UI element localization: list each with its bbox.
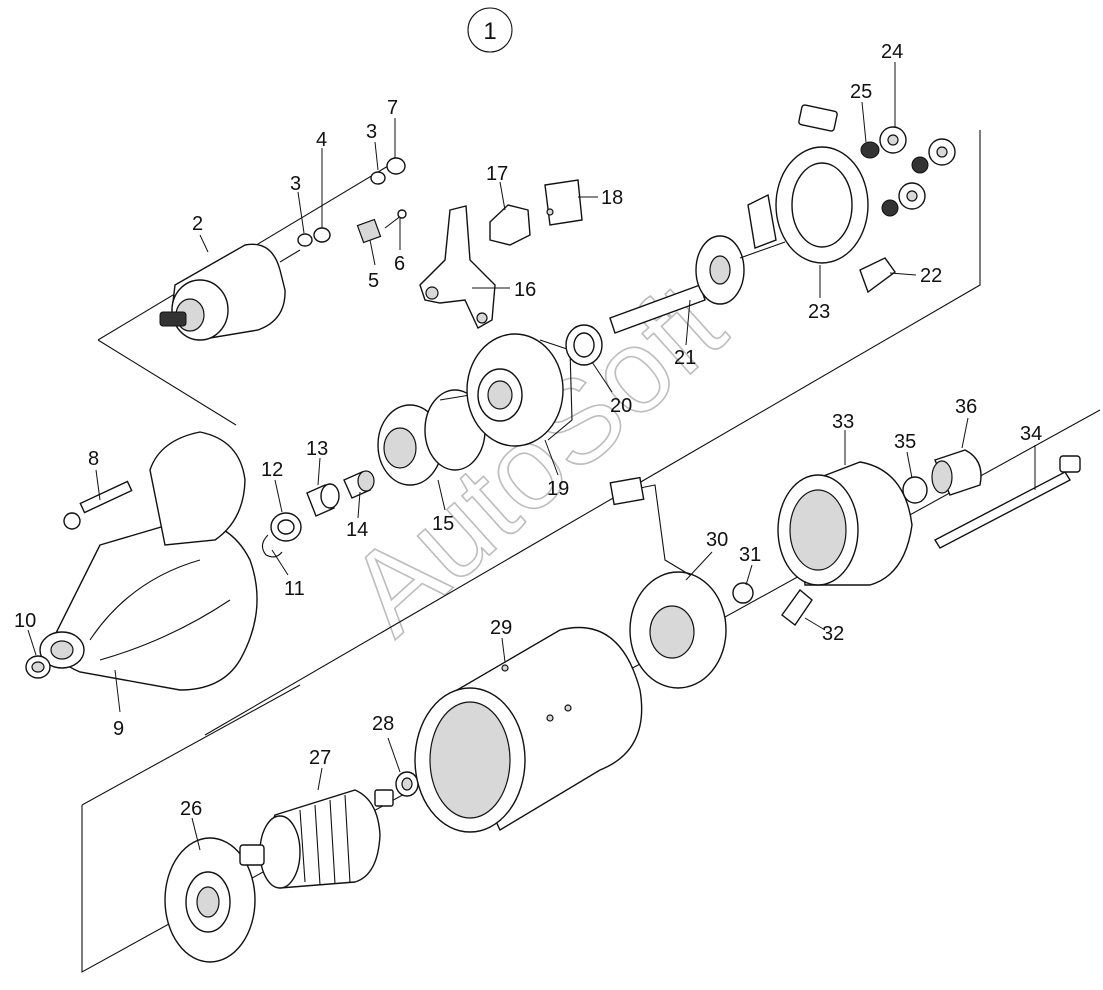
leader-lines [27,62,1036,851]
callout-12: 12 [261,459,283,481]
callout-26: 26 [180,798,202,820]
callout-35: 35 [894,431,916,453]
armature [239,789,394,889]
callout-23: 23 [808,301,830,323]
callout-8: 8 [88,448,99,470]
mounting-bolt [63,480,133,530]
planetary-drive-shaft [609,235,786,334]
callout-7: 7 [387,97,398,119]
shift-fork-lever [419,205,496,329]
solenoid-switch [159,243,301,341]
callout-labels: 2 3 3 4 5 6 7 8 9 10 11 12 13 14 15 16 1… [14,41,1042,820]
callout-20: 20 [610,395,632,417]
callout-30: 30 [706,529,728,551]
lever-pivot-and-cover [489,179,583,246]
callout-25: 25 [850,81,872,103]
bearing-sleeves [306,470,375,517]
armature-washer [395,771,419,797]
callout-32: 32 [822,623,844,645]
group-label: 1 [467,7,513,53]
callout-13: 13 [306,438,328,460]
callout-34: 34 [1020,423,1042,445]
callout-22: 22 [920,265,942,287]
callout-6: 6 [394,253,405,275]
nose-bush [25,655,51,679]
intermediate-bearing-plate [466,333,573,447]
callout-19: 19 [547,478,569,500]
brush-plate-clip [732,582,754,604]
internal-ring-gear [747,146,869,264]
through-bolt [934,455,1081,549]
bush-and-seal [902,449,982,504]
callout-21: 21 [674,347,696,369]
callout-28: 28 [372,713,394,735]
callout-4: 4 [316,129,327,151]
callout-3-lower: 3 [290,173,301,195]
callout-27: 27 [309,747,331,769]
callout-15: 15 [432,513,454,535]
rubber-buffer [859,257,896,294]
callout-17: 17 [486,163,508,185]
callout-29: 29 [490,617,512,639]
callout-14: 14 [346,519,368,541]
shim-washer [565,324,603,366]
assembly-frame-lines [81,130,1101,973]
callout-33: 33 [832,411,854,433]
callout-5: 5 [368,270,379,292]
callout-18: 18 [601,187,623,209]
callout-11: 11 [284,578,305,600]
callout-16: 16 [514,279,536,301]
commutator-end-shield [164,837,256,963]
callout-2: 2 [192,213,203,235]
field-yoke-housing [414,626,643,833]
brush-holder-plate [609,476,727,689]
callout-3-upper: 3 [366,121,377,143]
callout-31: 31 [739,544,761,566]
commutator-end-cover [777,461,913,586]
callout-24: 24 [881,41,903,63]
callout-10: 10 [14,610,36,632]
group-label-text: 1 [483,18,496,45]
end-cover-screw [781,588,813,627]
circlip-and-ring [261,512,302,558]
planet-gears [798,104,956,217]
callout-9: 9 [113,718,124,740]
callout-36: 36 [955,396,977,418]
drive-end-housing [39,431,258,691]
terminal-hardware [297,157,407,247]
